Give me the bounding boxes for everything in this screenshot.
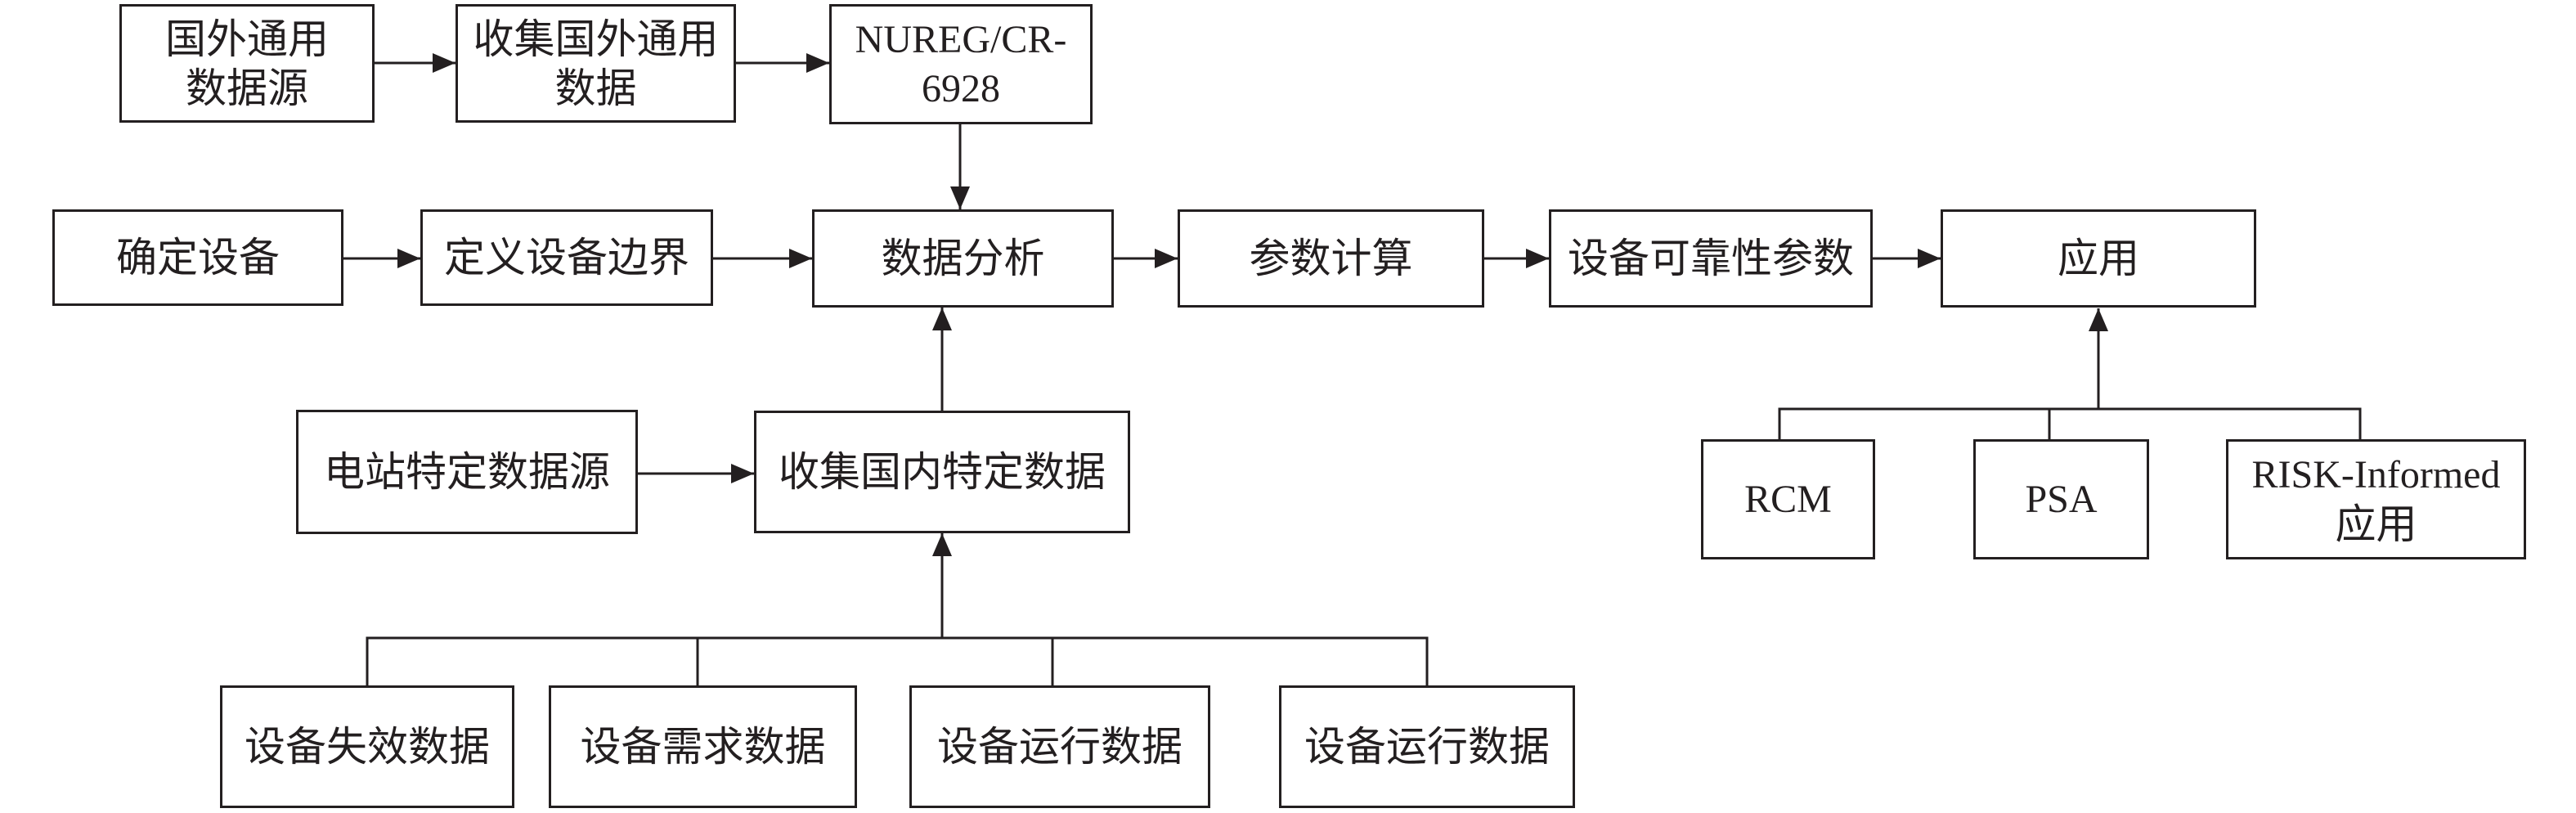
node-collect-domestic: 收集国内特定数据 — [754, 411, 1130, 533]
node-determine-equipment: 确定设备 — [52, 209, 343, 306]
node-parameter-calc: 参数计算 — [1178, 209, 1484, 308]
node-nureg: NUREG/CR- 6928 — [829, 4, 1093, 124]
node-collect-foreign: 收集国外通用 数据 — [456, 4, 736, 123]
node-reliability-params: 设备可靠性参数 — [1549, 209, 1873, 308]
bottom-bus — [366, 636, 1429, 685]
node-demand-data: 设备需求数据 — [549, 685, 857, 808]
node-plant-source: 电站特定数据源 — [296, 410, 638, 534]
node-operation-data-2: 设备运行数据 — [1279, 685, 1575, 808]
node-risk-informed: RISK-Informed 应用 — [2226, 439, 2526, 559]
node-psa: PSA — [1973, 439, 2149, 559]
node-application: 应用 — [1941, 209, 2256, 308]
right-bus — [1778, 407, 2362, 439]
node-data-analysis: 数据分析 — [812, 209, 1114, 308]
node-operation-data-1: 设备运行数据 — [909, 685, 1210, 808]
node-define-boundary: 定义设备边界 — [420, 209, 713, 306]
node-rcm: RCM — [1701, 439, 1875, 559]
node-foreign-source: 国外通用 数据源 — [119, 4, 375, 123]
node-failure-data: 设备失效数据 — [220, 685, 514, 808]
